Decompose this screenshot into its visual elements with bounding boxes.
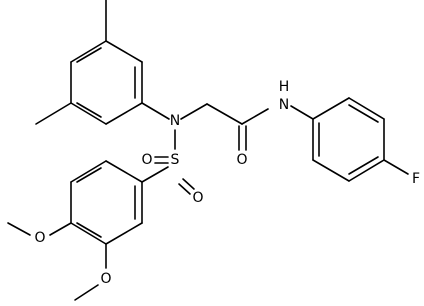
atom-o-sulfonyl-right: O [192, 190, 203, 206]
atom-o-methoxy-meta: O [100, 271, 111, 287]
n-ch2-bond [180, 103, 208, 120]
fluorophenyl-ring [312, 97, 385, 182]
atom-o-sulfonyl-left: O [141, 152, 152, 168]
nh-ring-bond [290, 105, 314, 120]
atom-o-carbonyl: O [236, 152, 247, 168]
dimethylphenyl-ring [70, 40, 143, 125]
o-methyl-meta-bond [74, 284, 99, 301]
s-o-right-bond-a [182, 178, 195, 190]
o-methyl-para-bond [7, 222, 31, 236]
atom-n-sulfonamide: N [170, 113, 180, 129]
c-f-bond [383, 159, 409, 175]
s-ring-bond [141, 166, 169, 183]
atom-o-methoxy-para: O [34, 230, 45, 246]
atom-h-amide: H [279, 79, 290, 95]
ch2-carbonyl-bond [206, 103, 243, 125]
s-o-right-bond-b [178, 183, 191, 195]
methyl-bond-left [35, 102, 72, 125]
atom-f: F [412, 171, 420, 187]
ring-to-n-bond [141, 102, 170, 120]
carbonyl-nh-bond [241, 108, 269, 125]
ring-o-para-bond [49, 222, 72, 236]
atom-s: S [171, 152, 180, 168]
dimethoxyphenyl-ring [70, 160, 143, 245]
atom-n-amide: N [279, 97, 289, 113]
